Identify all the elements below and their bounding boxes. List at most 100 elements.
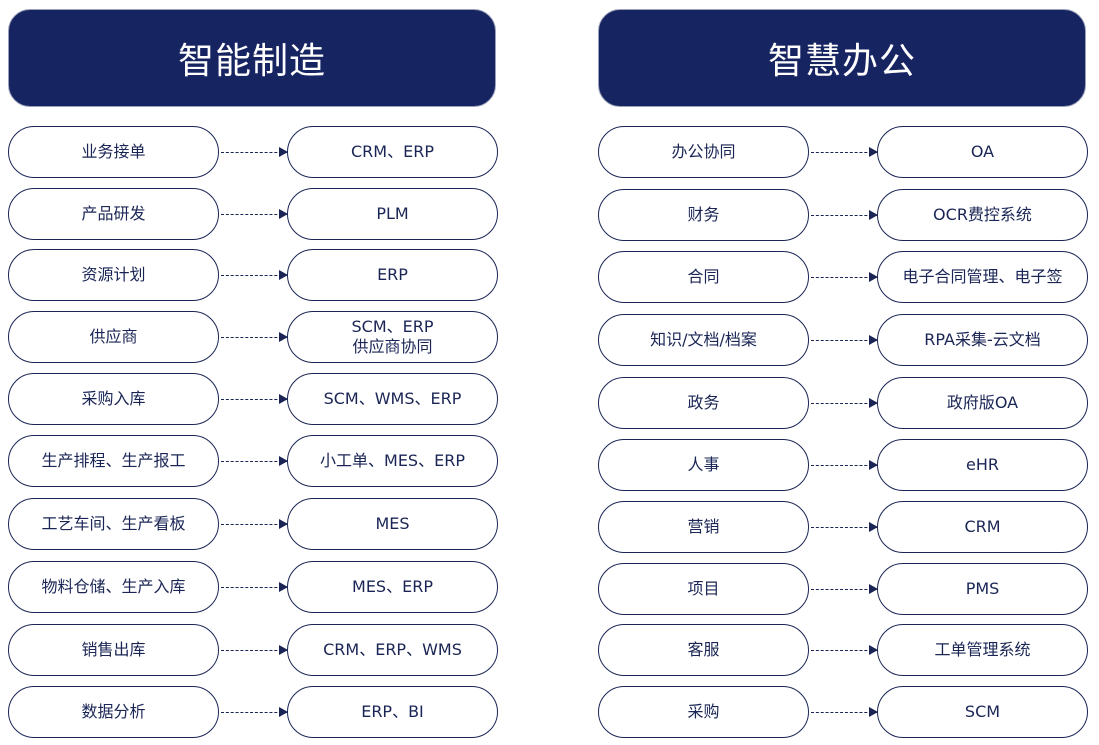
flow-row: 生产排程、生产报工 小工单、MES、ERP [8, 435, 500, 489]
target-node: OA [877, 126, 1088, 178]
target-node: CRM、ERP [287, 126, 498, 178]
target-label: PMS [965, 579, 1000, 598]
source-node: 采购 [598, 686, 809, 738]
target-label: ERP、BI [361, 702, 424, 721]
source-label: 财务 [687, 205, 720, 224]
target-label: SCM、ERP [351, 317, 434, 336]
target-node: eHR [877, 439, 1088, 491]
target-node: RPA采集-云文档 [877, 314, 1088, 366]
manufacturing-header: 智能制造 [8, 9, 496, 107]
dashed-arrow-icon [221, 269, 288, 280]
source-node: 财务 [598, 189, 809, 241]
dashed-arrow-icon [811, 459, 878, 470]
flow-row: 财务 OCR费控系统 [598, 189, 1090, 243]
target-node: 政府版OA [877, 377, 1088, 429]
source-node: 物料仓储、生产入库 [8, 561, 219, 613]
target-node: MES、ERP [287, 561, 498, 613]
target-node: ERP、BI [287, 686, 498, 738]
target-label: CRM [964, 517, 1001, 536]
target-label: 政府版OA [946, 393, 1019, 412]
source-label: 知识/文档/档案 [650, 330, 757, 349]
target-label: eHR [966, 455, 999, 474]
dashed-arrow-icon [221, 644, 288, 655]
source-label: 生产排程、生产报工 [41, 451, 186, 470]
dashed-arrow-icon [811, 644, 878, 655]
source-node: 资源计划 [8, 249, 219, 301]
dashed-arrow-icon [811, 209, 878, 220]
flow-row: 合同 电子合同管理、电子签 [598, 251, 1090, 305]
source-label: 物料仓储、生产入库 [41, 577, 186, 596]
dashed-arrow-icon [221, 393, 288, 404]
target-node: 工单管理系统 [877, 624, 1088, 676]
source-node: 工艺车间、生产看板 [8, 498, 219, 550]
target-node: MES [287, 498, 498, 550]
source-label: 采购 [687, 702, 720, 721]
source-label: 采购入库 [81, 389, 146, 408]
flow-row: 项目 PMS [598, 563, 1090, 617]
target-label: SCM、WMS、ERP [323, 389, 462, 408]
dashed-arrow-icon [221, 331, 288, 342]
target-label: 供应商协同 [352, 337, 433, 356]
target-label: 工单管理系统 [934, 640, 1031, 659]
target-label: PLM [376, 204, 409, 223]
target-label: OA [970, 142, 995, 161]
target-label: 小工单、MES、ERP [320, 451, 465, 470]
source-node: 数据分析 [8, 686, 219, 738]
source-node: 供应商 [8, 311, 219, 363]
dashed-arrow-icon [221, 146, 288, 157]
dashed-arrow-icon [221, 208, 288, 219]
target-node: SCM、WMS、ERP [287, 373, 498, 425]
manufacturing-column: 智能制造 业务接单 CRM、ERP 产品研发 PLM 资源计划 ERP 供应商 SCM、ERP… [8, 0, 500, 745]
office-header: 智慧办公 [598, 9, 1086, 107]
dashed-arrow-icon [811, 706, 878, 717]
source-label: 销售出库 [81, 640, 146, 659]
target-label: SCM [964, 702, 1001, 721]
target-label: OCR费控系统 [933, 205, 1032, 224]
source-node: 采购入库 [8, 373, 219, 425]
flow-row: 知识/文档/档案 RPA采集-云文档 [598, 314, 1090, 368]
source-node: 产品研发 [8, 188, 219, 240]
flow-row: 工艺车间、生产看板 MES [8, 498, 500, 552]
source-node: 人事 [598, 439, 809, 491]
flow-row: 产品研发 PLM [8, 188, 500, 242]
source-node: 销售出库 [8, 624, 219, 676]
source-node: 政务 [598, 377, 809, 429]
dashed-arrow-icon [221, 518, 288, 529]
dashed-arrow-icon [811, 146, 878, 157]
target-label: ERP [377, 265, 408, 284]
dashed-arrow-icon [811, 271, 878, 282]
dashed-arrow-icon [221, 455, 288, 466]
flow-row: 客服 工单管理系统 [598, 624, 1090, 678]
flow-row: 采购入库 SCM、WMS、ERP [8, 373, 500, 427]
dashed-arrow-icon [811, 583, 878, 594]
dashed-arrow-icon [811, 521, 878, 532]
target-node: CRM、ERP、WMS [287, 624, 498, 676]
target-label: MES [375, 514, 410, 533]
flow-row: 销售出库 CRM、ERP、WMS [8, 624, 500, 678]
target-label: MES、ERP [352, 577, 433, 596]
source-node: 客服 [598, 624, 809, 676]
target-node: 电子合同管理、电子签 [877, 251, 1088, 303]
target-node: SCM [877, 686, 1088, 738]
flow-row: 人事 eHR [598, 439, 1090, 493]
source-label: 政务 [687, 393, 720, 412]
dashed-arrow-icon [221, 581, 288, 592]
target-label: CRM、ERP [351, 142, 434, 161]
flow-row: 数据分析 ERP、BI [8, 686, 500, 740]
source-node: 生产排程、生产报工 [8, 435, 219, 487]
flow-row: 业务接单 CRM、ERP [8, 126, 500, 180]
source-label: 产品研发 [81, 204, 146, 223]
source-label: 人事 [687, 455, 720, 474]
target-node: OCR费控系统 [877, 189, 1088, 241]
flow-row: 物料仓储、生产入库 MES、ERP [8, 561, 500, 615]
dashed-arrow-icon [811, 397, 878, 408]
source-node: 项目 [598, 563, 809, 615]
source-label: 业务接单 [81, 142, 146, 161]
source-label: 合同 [687, 267, 720, 286]
source-label: 项目 [687, 579, 720, 598]
source-node: 合同 [598, 251, 809, 303]
source-label: 数据分析 [81, 702, 146, 721]
